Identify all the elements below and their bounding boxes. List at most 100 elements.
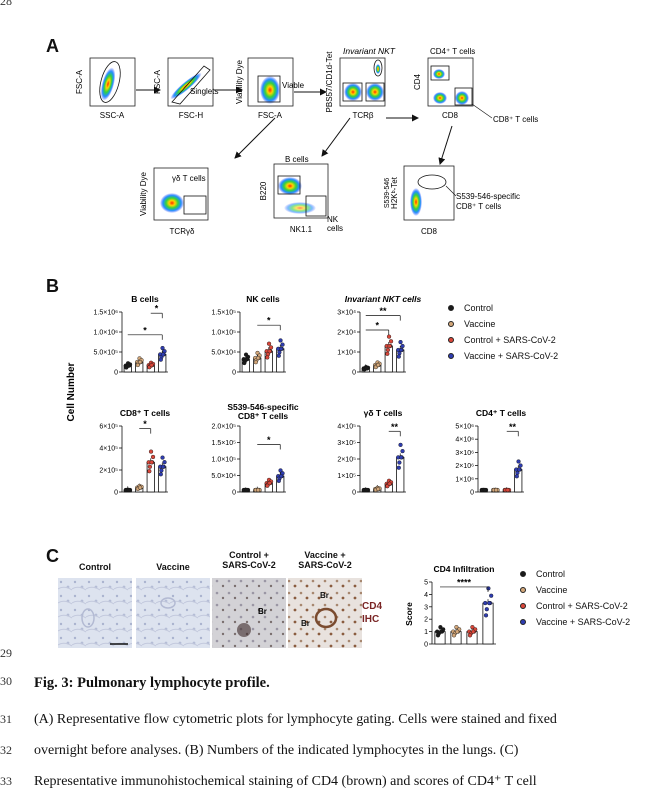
cell-number-ylabel: Cell Number [66, 362, 77, 421]
data-point [514, 474, 519, 479]
data-point [489, 593, 494, 598]
y-tick-label: 2 [424, 617, 428, 624]
flow-plot-2: FSC-H FSC-A Singlets [153, 57, 218, 120]
y-tick-label: 2.0×10⁵ [211, 424, 236, 431]
data-point [385, 347, 390, 352]
data-point [364, 366, 369, 371]
y-tick-label: 1.0×10⁵ [211, 330, 236, 337]
data-point [486, 586, 491, 591]
chart-title: CD4⁺ T cells [476, 408, 527, 418]
flow-ylabel: FSC-A [153, 69, 162, 94]
y-tick-label: 1×10⁵ [337, 473, 356, 480]
figure-caption-title: Fig. 3: Pulmonary lymphocyte profile. [34, 675, 270, 691]
bronchiole-label: Br [258, 607, 267, 616]
line-number: 31 [0, 712, 12, 726]
data-point [279, 346, 284, 351]
bronchiole-label: Br [301, 619, 310, 628]
data-point [244, 357, 249, 362]
flow-gate-label: CD8⁺ T cells [493, 115, 538, 124]
significance-label: **** [457, 577, 472, 587]
flow-ylabel: S539-546 [384, 178, 391, 208]
chart-title: B cells [131, 294, 159, 304]
y-tick-label: 0 [232, 370, 236, 377]
flow-xlabel: FSC-A [258, 111, 283, 120]
data-point [386, 334, 392, 339]
legend-item: Control [448, 300, 558, 316]
data-point [399, 347, 404, 353]
panel-b-legend: Control Vaccine Control + SARS-CoV-2 Vac… [448, 300, 558, 364]
legend-dot-icon [520, 603, 526, 609]
flow-ylabel: CD4 [413, 73, 422, 90]
data-point [484, 607, 489, 612]
flow-gate-label: Viable [282, 81, 305, 90]
data-point [161, 464, 166, 469]
data-point [398, 339, 403, 345]
panel-b-letter: B [46, 276, 59, 296]
flow-plot-4: TCRβ PBS57/CD1d-Tet Invariant NKT [325, 46, 396, 120]
data-point [256, 355, 261, 361]
ihc-image-control [58, 578, 132, 648]
data-point [376, 362, 381, 368]
data-point [267, 480, 272, 486]
legend-item: Control + SARS-CoV-2 [520, 598, 630, 614]
data-point [279, 474, 284, 479]
ihc-images: Br Br Br [58, 578, 362, 648]
data-point [265, 355, 270, 360]
y-tick-label: 3 [424, 604, 428, 611]
flow-xlabel: CD8 [421, 227, 438, 236]
y-tick-label: 3×10⁵ [337, 440, 356, 447]
flow-ylabel: FSC-A [75, 69, 84, 94]
data-point [397, 460, 402, 465]
data-point [276, 353, 281, 358]
significance-label: ** [391, 422, 399, 432]
flow-ylabel: H2Kᵇ-Tet [390, 176, 399, 209]
data-point [135, 362, 140, 368]
data-point [147, 469, 152, 474]
legend-dot-icon [448, 305, 454, 311]
data-point [451, 633, 457, 638]
ihc-column-label: Control +SARS-CoV-2 [222, 550, 276, 570]
legend-dot-icon [448, 321, 454, 327]
y-tick-label: 2×10⁶ [455, 463, 474, 470]
y-tick-label: 4×10⁵ [337, 424, 356, 431]
data-point [518, 463, 523, 468]
chart-title: CD4 Infiltration [434, 564, 495, 574]
panel-c-legend: Control Vaccine Control + SARS-CoV-2 Vac… [520, 566, 630, 630]
data-point [400, 343, 405, 349]
y-tick-label: 1.0×10⁶ [94, 330, 119, 337]
data-point [385, 351, 390, 356]
y-tick-label: 1.5×10⁵ [211, 310, 236, 317]
y-tick-label: 4×10⁶ [455, 437, 474, 444]
caption-line: Representative immunohistochemical stain… [34, 774, 537, 789]
ihc-column-label: Vaccine +SARS-CoV-2 [298, 550, 352, 570]
data-point [387, 481, 392, 486]
score-ylabel: Score [404, 602, 414, 626]
data-point [159, 468, 164, 473]
y-tick-label: 0 [232, 490, 236, 497]
significance-label: * [267, 316, 271, 326]
data-point [276, 478, 281, 484]
flow-gate-label: S539-546-specific [456, 192, 520, 201]
data-point [158, 472, 163, 477]
data-point [268, 345, 274, 350]
flow-gating-figure: SSC-A FSC-A FSC-H FSC-A Singlets FSC-A V… [75, 46, 538, 236]
legend-item: Control [520, 566, 630, 582]
data-point [505, 487, 510, 493]
flow-plot-5: CD8 CD4 CD4⁺ T cells CD8⁺ T cells [413, 47, 538, 124]
data-point [364, 487, 369, 493]
y-tick-label: 0 [114, 370, 118, 377]
y-tick-label: 5.0×10⁴ [211, 473, 236, 480]
chart-title: NK cells [246, 294, 280, 304]
legend-item: Control + SARS-CoV-2 [448, 332, 558, 348]
y-tick-label: 3×10⁶ [455, 450, 474, 457]
y-tick-label: 2×10⁵ [99, 468, 118, 475]
significance-label: * [143, 325, 147, 335]
chart-title: S539-546-specific [227, 402, 299, 412]
flow-gate-label: cells [327, 224, 343, 233]
flow-gate-label: Invariant NKT [343, 46, 396, 56]
line-number: 32 [0, 743, 12, 757]
